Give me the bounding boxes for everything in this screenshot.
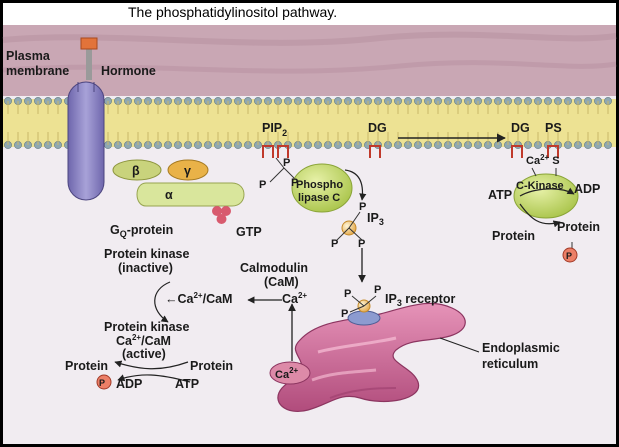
label-protein-left-1: Protein [65, 359, 108, 373]
g-beta-subunit [112, 159, 162, 181]
hormone [80, 37, 98, 80]
g-gamma-subunit [167, 159, 209, 181]
label-membrane: membrane [6, 64, 69, 78]
phosphate-circle-left [96, 374, 112, 390]
phosphate-circle-right [562, 247, 578, 263]
c-kinase [513, 167, 579, 219]
label-beta: β [132, 164, 140, 178]
g-alpha-subunit [136, 182, 245, 207]
label-gamma: γ [184, 164, 191, 178]
label-ip3-receptor: IP3 receptor [385, 292, 455, 308]
p-label-5: P [331, 238, 338, 250]
extracellular-region [3, 25, 616, 96]
label-pk-active-3: (active) [122, 347, 166, 361]
label-plasma: Plasma [6, 49, 51, 63]
p-label-6: P [358, 238, 365, 250]
label-protein-right-2: Protein [557, 220, 600, 234]
label-er-1: Endoplasmic [482, 341, 560, 355]
hormone-icon [80, 37, 98, 50]
gtp-icon [212, 206, 231, 224]
p-label-right: P [566, 251, 572, 261]
label-pip2: PIP2 [262, 121, 287, 138]
label-ps: PS [545, 121, 562, 135]
pip2-molecules [262, 145, 559, 158]
label-ca-calmodulin: Ca2+ [282, 291, 307, 306]
phospholipase-c [291, 163, 353, 213]
ip3-molecule [336, 211, 363, 241]
label-dg-left: DG [368, 121, 387, 135]
label-gq-protein: GQ-protein [110, 223, 173, 239]
label-ca-s: Ca2+ S [526, 153, 560, 167]
p-label-left: P [99, 378, 105, 388]
p-label-3: P [291, 177, 298, 189]
label-ip3: IP3 [367, 211, 384, 227]
label-lipase-c: lipase C [298, 192, 340, 204]
hormone-receptor [67, 81, 105, 201]
p-label-8: P [374, 284, 381, 296]
label-ca-cam-mid: ←Ca2+/CaM [165, 291, 232, 306]
label-pk-inactive-2: (inactive) [118, 261, 173, 275]
label-adp-right: ADP [574, 182, 600, 196]
label-protein-right-1: Protein [492, 229, 535, 243]
label-alpha: α [165, 188, 173, 202]
er-leader-line [439, 337, 480, 353]
p-label-1: P [283, 157, 290, 169]
membrane-core [3, 99, 616, 147]
calcium-bubble [269, 361, 311, 385]
endoplasmic-reticulum [277, 302, 466, 412]
label-cam: (CaM) [264, 275, 299, 289]
label-ca-er: Ca2+ [275, 366, 299, 381]
figure-title: The phosphatidylinositol pathway. [128, 4, 337, 20]
p-label-2: P [259, 179, 266, 191]
label-pk-active-2: Ca2+/CaM [116, 333, 171, 348]
label-pk-active-1: Protein kinase [104, 320, 189, 334]
label-protein-left-2: Protein [190, 359, 233, 373]
receptor-body [67, 81, 105, 201]
pip2-phosphates [269, 157, 297, 183]
p-label-7: P [344, 288, 351, 300]
label-c-kinase: C-Kinase [516, 180, 564, 192]
title-band [3, 3, 616, 25]
label-er-2: reticulum [482, 357, 538, 371]
p-label-4: P [359, 201, 366, 213]
ip3-receptor [347, 295, 381, 326]
label-calmodulin: Calmodulin [240, 261, 308, 275]
label-phospho: Phospho [296, 179, 343, 191]
lipid-heads-top [4, 97, 612, 114]
g-protein [112, 159, 245, 207]
label-gtp: GTP [236, 225, 262, 239]
label-hormone: Hormone [101, 64, 156, 78]
label-dg-right: DG [511, 121, 530, 135]
label-atp-right: ATP [488, 188, 512, 202]
label-pk-inactive-1: Protein kinase [104, 247, 189, 261]
p-label-9: P [341, 308, 348, 320]
label-adp-left: ADP [116, 377, 142, 391]
label-atp-left: ATP [175, 377, 199, 391]
